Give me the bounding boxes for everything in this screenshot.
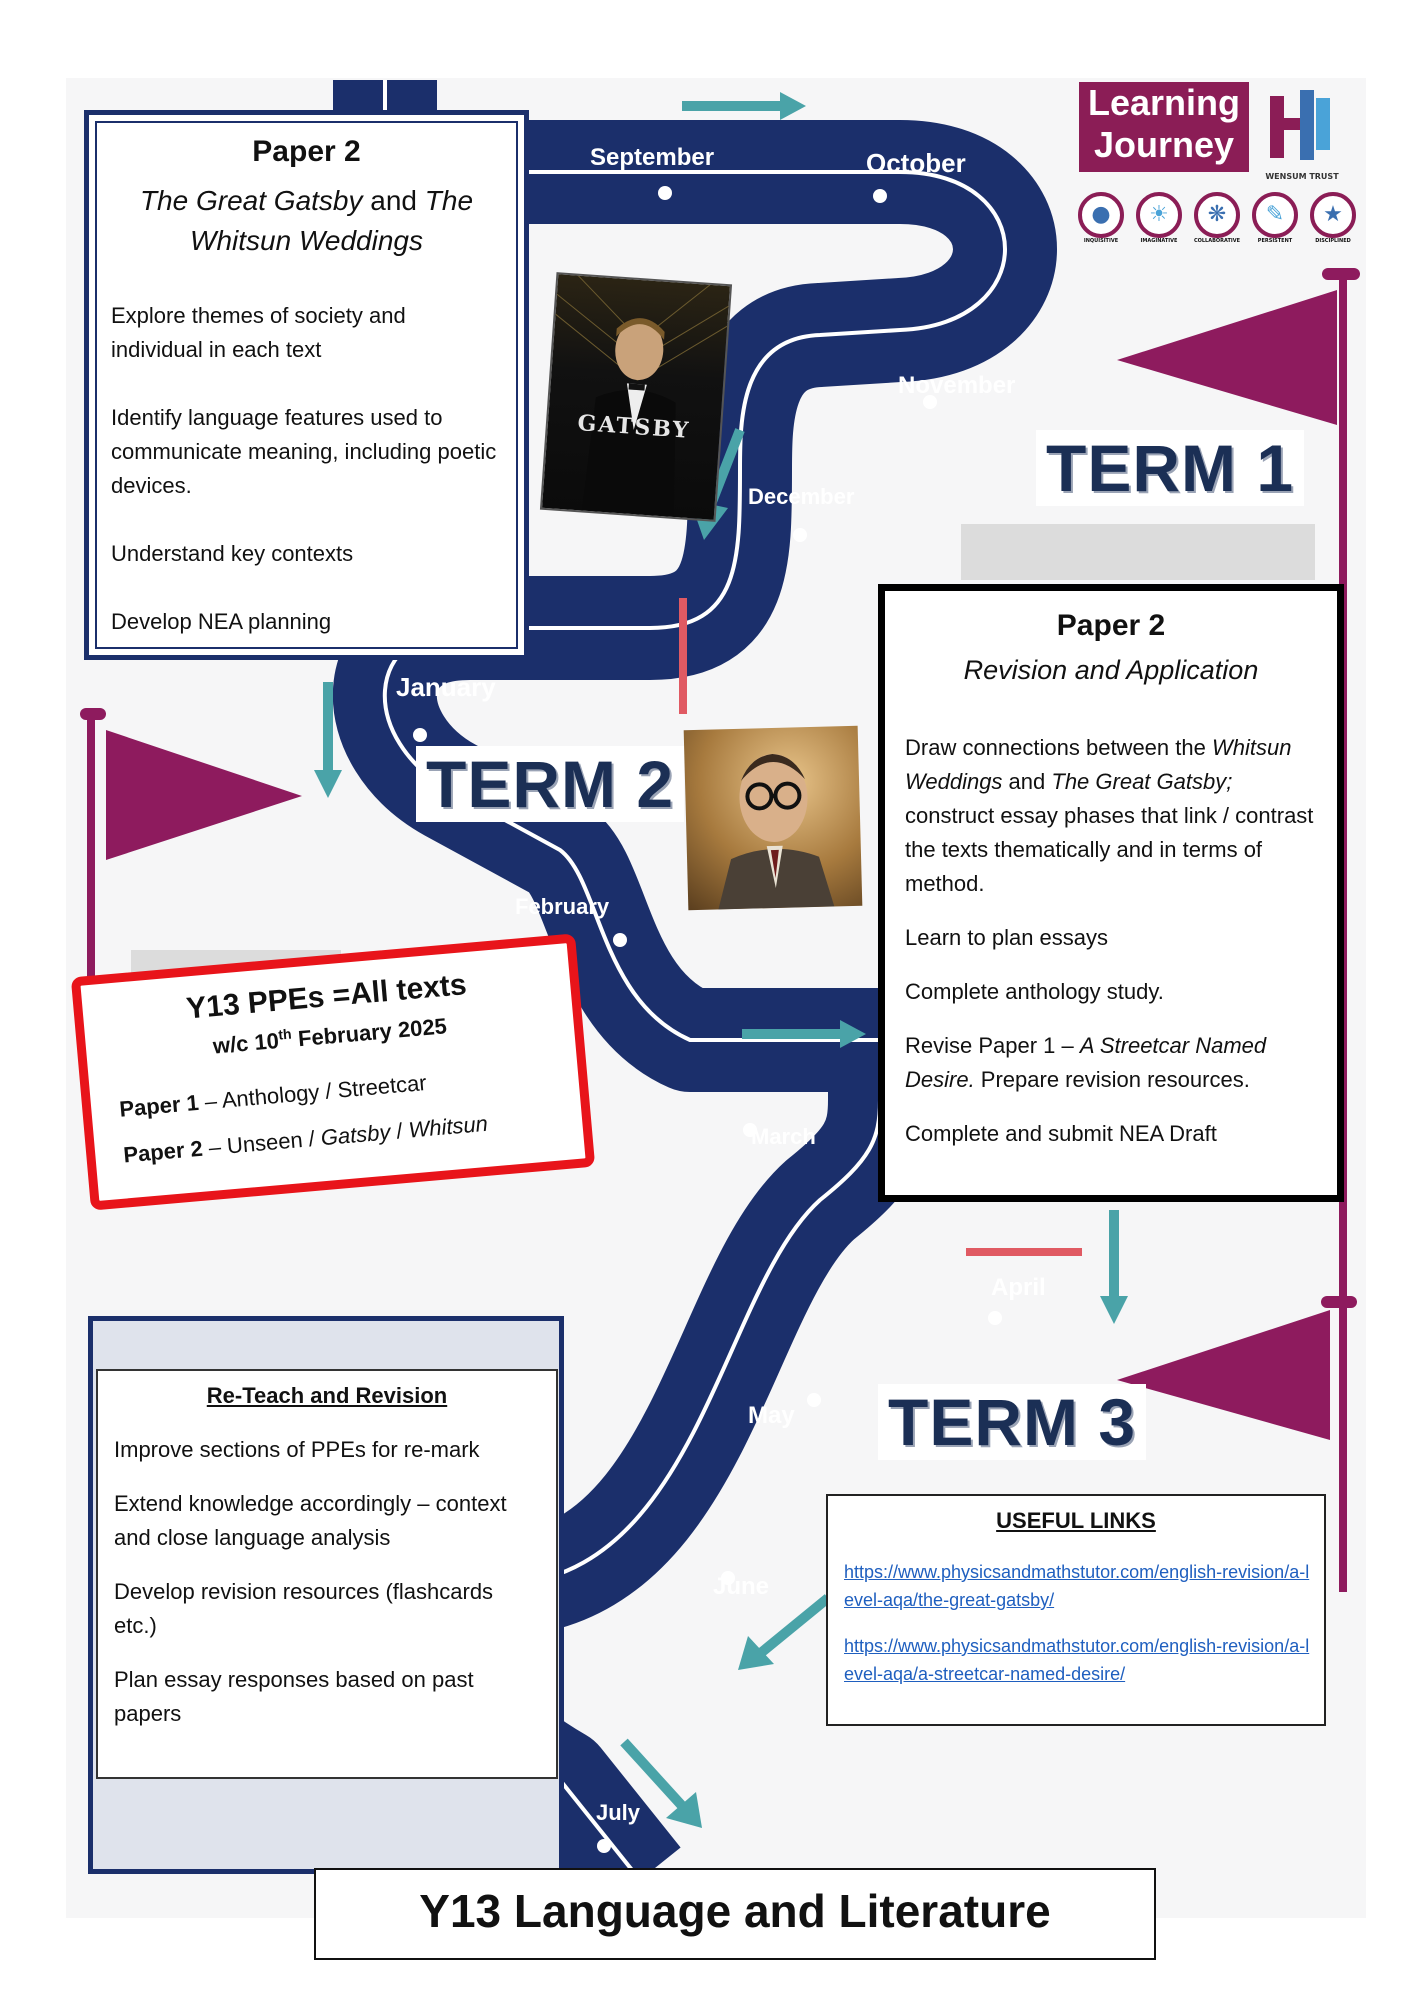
- month-label-march: March: [751, 1124, 816, 1149]
- link-gatsby[interactable]: https://www.physicsandmathstutor.com/eng…: [844, 1558, 1310, 1614]
- list-item: Plan essay responses based on past paper…: [114, 1667, 474, 1726]
- persistent-icon: ✎ PERSISTENT: [1249, 192, 1301, 252]
- list-item: Develop NEA planning: [111, 609, 332, 634]
- paper2-gatsby-subtitle: The Great Gatsby and The Whitsun Wedding…: [139, 185, 474, 256]
- gatsby-figure-icon: [555, 275, 729, 517]
- list-item: Develop revision resources (flashcards e…: [114, 1579, 494, 1638]
- ppe-content: Y13 PPEs =All texts w/c 10th February 20…: [81, 943, 586, 1201]
- term-1-label: TERM 1: [1036, 430, 1305, 506]
- month-label-june: June: [713, 1573, 770, 1600]
- paper2-revision-box: Paper 2 Revision and Application Draw co…: [878, 584, 1344, 1202]
- list-item: Explore themes of society and individual…: [111, 303, 406, 362]
- reteach-title: Re-Teach and Revision: [206, 1383, 448, 1408]
- useful-links-title: USEFUL LINKS: [996, 1508, 1156, 1533]
- paper2-revision-list: Draw connections between the Whitsun Wed…: [905, 731, 1315, 1151]
- month-label-december: December: [748, 484, 855, 509]
- footer-title: Y13 Language and Literature: [419, 1885, 1051, 1937]
- wensum-trust-logo: WENSUM TRUST: [1260, 88, 1344, 184]
- list-item: Learn to plan essays: [905, 925, 1109, 950]
- logo-line-1: Learning: [1087, 82, 1240, 123]
- reteach-list: Improve sections of PPEs for re-mark Ext…: [114, 1433, 538, 1731]
- road-center-line: [382, 80, 1007, 1882]
- arrow-down-icon: [314, 682, 342, 798]
- useful-links-box: USEFUL LINKS https://www.physicsandmaths…: [826, 1494, 1326, 1726]
- list-item: Revise Paper 1 – A Streetcar Named Desir…: [905, 1033, 1267, 1092]
- list-item: Identify language features used to commu…: [111, 405, 497, 498]
- paper2-gatsby-box: Paper 2 The Great Gatsby and The Whitsun…: [84, 110, 529, 660]
- ppe-paper1: Paper 1 – Anthology / Streetcar: [118, 1069, 428, 1122]
- ppe-notice-box: Y13 PPEs =All texts w/c 10th February 20…: [70, 933, 596, 1211]
- term-2-label: TERM 2: [416, 746, 685, 822]
- useful-links-list: https://www.physicsandmathstutor.com/eng…: [844, 1558, 1310, 1688]
- values-icons-row: ● INQUISITIVE ☀ IMAGINATIVE ❋ COLLABORAT…: [1075, 192, 1365, 252]
- paper2-gatsby-list: Explore themes of society and individual…: [111, 299, 500, 673]
- reteach-inner-box: Re-Teach and Revision Improve sections o…: [96, 1369, 558, 1779]
- month-label-april: April: [991, 1274, 1046, 1301]
- trust-name: WENSUM TRUST: [1265, 172, 1339, 181]
- logo-line-2: Journey: [1093, 124, 1235, 165]
- list-item: Improve sections of PPEs for re-mark: [114, 1437, 480, 1462]
- arrow-down-right-icon: [620, 1738, 702, 1828]
- list-item: Understand key contexts: [111, 541, 354, 566]
- paper2-gatsby-title: Paper 2: [252, 135, 361, 168]
- gatsby-poster-image: GATSBY: [539, 272, 733, 522]
- footer-title-box: Y13 Language and Literature: [314, 1868, 1156, 1960]
- ppe-paper2: Paper 2 – Unseen / Gatsby / Whitsun: [122, 1110, 489, 1168]
- month-label-february: February: [515, 894, 610, 919]
- arrow-right-icon: [742, 1020, 866, 1048]
- poet-figure-icon: [718, 753, 835, 910]
- arrow-down-left-icon: [738, 1594, 832, 1670]
- arrow-right-icon: [682, 92, 806, 120]
- disciplined-icon: ★ DISCIPLINED: [1307, 192, 1359, 252]
- collaborative-icon: ❋ COLLABORATIVE: [1191, 192, 1243, 252]
- month-label-july: July: [596, 1800, 641, 1825]
- flag-icon: [1117, 1296, 1357, 1440]
- imaginative-icon: ☀ IMAGINATIVE: [1133, 192, 1185, 252]
- link-gatsby-text[interactable]: https://www.physicsandmathstutor.com/eng…: [844, 1562, 1310, 1610]
- road-markers: [413, 186, 1002, 1853]
- list-item: Complete and submit NEA Draft: [905, 1121, 1217, 1146]
- month-label-september: September: [590, 144, 715, 171]
- flag-icon: [80, 708, 302, 978]
- trust-emblem-icon: [1270, 90, 1330, 160]
- link-streetcar-text[interactable]: https://www.physicsandmathstutor.com/eng…: [844, 1636, 1310, 1684]
- link-streetcar[interactable]: https://www.physicsandmathstutor.com/eng…: [844, 1632, 1310, 1688]
- month-label-november: November: [898, 372, 1016, 399]
- month-label-may: May: [748, 1402, 795, 1429]
- month-label-january: January: [396, 672, 496, 702]
- list-item: Extend knowledge accordingly – context a…: [114, 1491, 507, 1550]
- paper2-revision-subtitle: Revision and Application: [963, 655, 1259, 685]
- paper2-revision-title: Paper 2: [1056, 609, 1166, 642]
- inquisitive-icon: ● INQUISITIVE: [1075, 192, 1127, 252]
- list-item: Draw connections between the Whitsun Wed…: [905, 735, 1314, 896]
- reteach-outer-box: Re-Teach and Revision Improve sections o…: [88, 1316, 564, 1874]
- term-3-label: TERM 3: [878, 1384, 1147, 1460]
- arrow-down-icon: [1100, 1210, 1128, 1324]
- grey-strip-1: [961, 524, 1315, 580]
- list-item: Complete anthology study.: [905, 979, 1164, 1004]
- poet-portrait-image: [683, 725, 863, 911]
- learning-journey-logo: Learning Journey: [1079, 82, 1249, 172]
- month-label-october: October: [866, 148, 966, 178]
